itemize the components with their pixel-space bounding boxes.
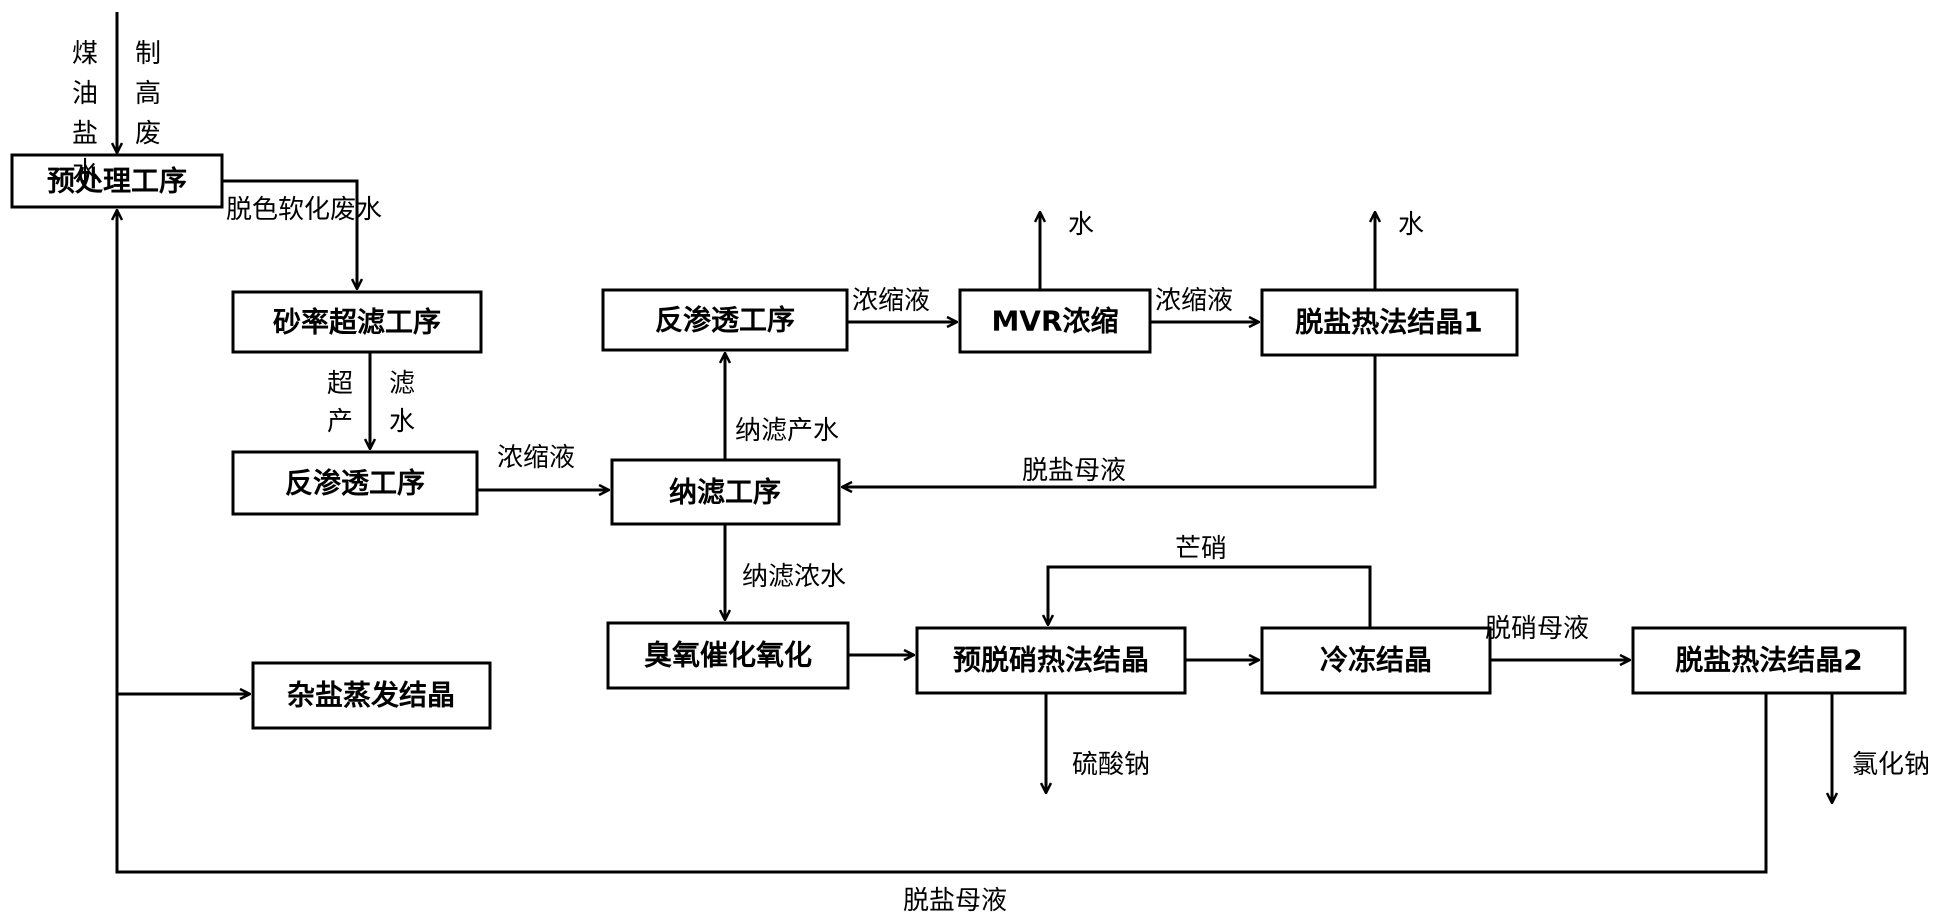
label-mirabilite: 芒硝 bbox=[1175, 534, 1227, 564]
edge-desalt1-mother-to-nanofiltration bbox=[842, 355, 1377, 487]
label-desalt-mother-liquor-2: 脱盐母液 bbox=[903, 886, 1007, 916]
svg-text:砂率超滤工序: 砂率超滤工序 bbox=[273, 306, 441, 339]
node-mvr: MVR浓缩 bbox=[958, 288, 1152, 354]
label-water-mvr: 水 bbox=[1068, 210, 1094, 240]
node-freeze-crystallization: 冷冻结晶 bbox=[1260, 626, 1492, 695]
svg-text:反渗透工序: 反渗透工序 bbox=[285, 467, 425, 500]
node-reverse-osmosis-2: 反渗透工序 bbox=[601, 288, 849, 352]
svg-text:臭氧催化氧化: 臭氧催化氧化 bbox=[644, 639, 812, 672]
label-concentrate-ro2: 浓缩液 bbox=[852, 286, 930, 316]
label-denitration-mother-liquor: 脱硝母液 bbox=[1485, 614, 1589, 644]
node-pretreatment: 预处理工序 bbox=[10, 153, 224, 209]
svg-text:预脱硝热法结晶: 预脱硝热法结晶 bbox=[953, 644, 1149, 677]
edge-pretreatment-to-ultrafiltration bbox=[222, 179, 357, 289]
label-ultrafiltration-right: 滤水 bbox=[389, 369, 415, 437]
edge-desalt2-mother-to-pretreatment bbox=[117, 210, 1768, 874]
node-mixed-salt-crystallization: 杂盐蒸发结晶 bbox=[251, 661, 492, 730]
node-predenitration-crystallization: 预脱硝热法结晶 bbox=[915, 626, 1187, 695]
svg-text:脱盐热法结晶1: 脱盐热法结晶1 bbox=[1295, 306, 1482, 339]
node-nanofiltration: 纳滤工序 bbox=[610, 458, 841, 526]
label-input-right: 制高废 bbox=[135, 39, 161, 149]
node-desalt-crystallization-2: 脱盐热法结晶2 bbox=[1631, 626, 1907, 695]
label-input-left: 煤油盐水 bbox=[72, 39, 98, 187]
label-water-desalt1: 水 bbox=[1398, 210, 1424, 240]
label-concentrate-mvr: 浓缩液 bbox=[1155, 286, 1233, 316]
label-nanofiltration-concentrate: 纳滤浓水 bbox=[742, 562, 846, 592]
node-desalt-crystallization-1: 脱盐热法结晶1 bbox=[1260, 288, 1519, 357]
node-reverse-osmosis-1: 反渗透工序 bbox=[231, 450, 479, 516]
svg-text:预处理工序: 预处理工序 bbox=[47, 165, 187, 198]
label-nanofiltration-product-water: 纳滤产水 bbox=[735, 416, 839, 446]
svg-text:反渗透工序: 反渗透工序 bbox=[655, 304, 795, 337]
svg-text:纳滤工序: 纳滤工序 bbox=[669, 476, 781, 509]
svg-text:杂盐蒸发结晶: 杂盐蒸发结晶 bbox=[287, 679, 455, 712]
label-ultrafiltration-left: 超产 bbox=[327, 369, 353, 437]
label-sodium-sulfate: 硫酸钠 bbox=[1072, 750, 1150, 780]
label-desalt-mother-liquor-1: 脱盐母液 bbox=[1022, 456, 1126, 486]
edge-freeze-mirabilite-loop bbox=[1048, 565, 1372, 628]
label-concentrate-ro1: 浓缩液 bbox=[497, 443, 575, 473]
svg-text:冷冻结晶: 冷冻结晶 bbox=[1320, 644, 1432, 677]
svg-text:MVR浓缩: MVR浓缩 bbox=[991, 305, 1118, 338]
node-sand-ultrafiltration: 砂率超滤工序 bbox=[231, 290, 483, 354]
node-ozone-oxidation: 臭氧催化氧化 bbox=[606, 621, 850, 690]
label-sodium-chloride: 氯化钠 bbox=[1852, 750, 1930, 780]
label-decolor-softened-wastewater: 脱色软化废水 bbox=[226, 195, 382, 225]
svg-text:脱盐热法结晶2: 脱盐热法结晶2 bbox=[1675, 644, 1862, 677]
